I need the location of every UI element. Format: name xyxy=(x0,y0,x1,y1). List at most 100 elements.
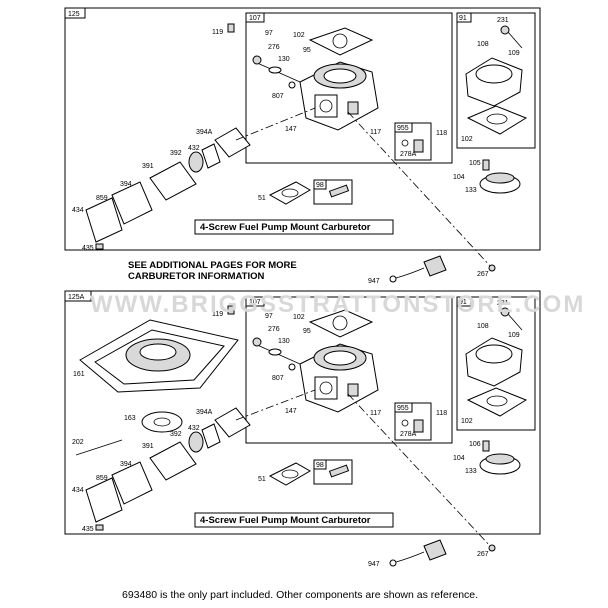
panel-125A-id: 125A xyxy=(68,294,85,301)
subbox-107-b xyxy=(245,296,453,444)
label-859-b: 859 xyxy=(96,475,108,482)
label-807: 807 xyxy=(272,93,284,100)
label-394-b: 394 xyxy=(120,461,132,468)
part-202-link xyxy=(75,439,123,456)
subbox-955-b xyxy=(394,402,432,441)
part-119-screw xyxy=(227,23,235,33)
subbox-91-b xyxy=(456,296,536,431)
title-125A: 4-Screw Fuel Pump Mount Carburetor xyxy=(200,515,371,526)
subbox-98 xyxy=(313,179,353,205)
subbox-98-b-id: 98 xyxy=(316,462,324,469)
label-278A: 278A xyxy=(400,151,417,158)
label-102-d: 102 xyxy=(461,418,473,425)
label-392: 392 xyxy=(170,150,182,157)
carburetor-body xyxy=(299,61,379,131)
label-51-b: 51 xyxy=(258,476,266,483)
subbox-955-id: 955 xyxy=(397,125,409,132)
part-947-solenoid-b xyxy=(389,539,447,567)
label-97: 97 xyxy=(265,30,273,37)
label-117: 117 xyxy=(370,129,381,136)
part-oring xyxy=(401,139,409,147)
subbox-91-parts xyxy=(465,25,528,135)
label-859: 859 xyxy=(96,195,108,202)
title-box-125 xyxy=(194,219,394,235)
label-807-b: 807 xyxy=(272,375,284,382)
label-130: 130 xyxy=(278,56,290,63)
label-108: 108 xyxy=(477,41,489,48)
panel-125A-frame xyxy=(64,290,541,535)
label-163: 163 xyxy=(124,415,136,422)
label-106: 106 xyxy=(469,441,481,448)
label-133-b: 133 xyxy=(465,468,477,475)
label-109: 109 xyxy=(508,50,520,57)
subbox-955 xyxy=(394,122,432,161)
label-102: 102 xyxy=(293,32,305,39)
part-163-gasket xyxy=(141,411,183,433)
part-435-screw xyxy=(95,243,104,250)
label-51: 51 xyxy=(258,195,266,202)
panel-125-id: 125 xyxy=(68,11,80,18)
caption: 693480 is the only part included. Other … xyxy=(122,589,478,601)
label-108-b: 108 xyxy=(477,323,489,330)
label-119: 119 xyxy=(212,29,223,36)
label-394A: 394A xyxy=(196,129,213,136)
part-98-screw xyxy=(328,184,350,198)
label-133: 133 xyxy=(465,187,477,194)
fuel-pump-stack-b xyxy=(85,407,251,523)
label-276: 276 xyxy=(268,44,280,51)
subbox-955-b-id: 955 xyxy=(397,405,409,412)
watermark: WWW.BRIGGSSTRATTONSTORE.COM xyxy=(90,291,585,318)
label-95: 95 xyxy=(303,47,311,54)
label-394A-b: 394A xyxy=(196,409,213,416)
subbox-98-b xyxy=(313,459,353,485)
subbox-91 xyxy=(456,12,536,149)
note-line-2: CARBURETOR INFORMATION xyxy=(128,271,264,282)
part-105 xyxy=(482,159,490,171)
fuel-pump-stack xyxy=(85,127,251,243)
label-147: 147 xyxy=(285,126,297,133)
subbox-107 xyxy=(245,12,453,164)
label-947-b: 947 xyxy=(368,561,380,568)
title-125: 4-Screw Fuel Pump Mount Carburetor xyxy=(200,222,371,233)
panel-125A-tag xyxy=(64,290,92,302)
label-118: 118 xyxy=(436,130,447,137)
label-105: 105 xyxy=(469,160,481,167)
label-278A-b: 278A xyxy=(400,431,417,438)
note-line-1: SEE ADDITIONAL PAGES FOR MORE xyxy=(128,260,297,271)
part-97-lever xyxy=(252,55,262,65)
subbox-91-id: 91 xyxy=(459,15,467,22)
carburetor-body-b xyxy=(299,343,379,413)
subbox-107-b-id: 107 xyxy=(249,299,261,306)
label-391: 391 xyxy=(142,163,154,170)
label-947: 947 xyxy=(368,278,380,285)
part-102-gasket xyxy=(308,27,374,56)
label-267-b: 267 xyxy=(477,551,489,558)
label-435: 435 xyxy=(82,245,94,252)
label-97-b: 97 xyxy=(265,313,273,320)
subbox-107-id: 107 xyxy=(249,15,261,22)
label-231: 231 xyxy=(497,17,509,24)
label-276-b: 276 xyxy=(268,326,280,333)
part-51-gasket xyxy=(268,181,311,205)
part-51-gasket-b xyxy=(268,462,311,486)
panel-125A: 125A 107 91 955 278A 98 51 xyxy=(64,290,541,549)
label-118-b: 118 xyxy=(436,410,447,417)
panel-125-frame xyxy=(64,7,541,251)
label-432: 432 xyxy=(188,145,200,152)
part-947-solenoid xyxy=(389,255,447,283)
label-119-b: 119 xyxy=(212,311,223,318)
part-267-b xyxy=(488,544,496,552)
part-278A-jet xyxy=(413,139,424,153)
label-391-b: 391 xyxy=(142,443,154,450)
label-104: 104 xyxy=(453,174,465,181)
label-161: 161 xyxy=(73,371,85,378)
label-434: 434 xyxy=(72,207,84,214)
label-109-b: 109 xyxy=(508,332,520,339)
part-807 xyxy=(288,81,296,89)
label-130-b: 130 xyxy=(278,338,290,345)
label-392-b: 392 xyxy=(170,431,182,438)
label-432-b: 432 xyxy=(188,425,200,432)
part-267 xyxy=(488,264,496,272)
panel-125: 125 107 91 955 278A 98 51 xyxy=(64,7,541,269)
